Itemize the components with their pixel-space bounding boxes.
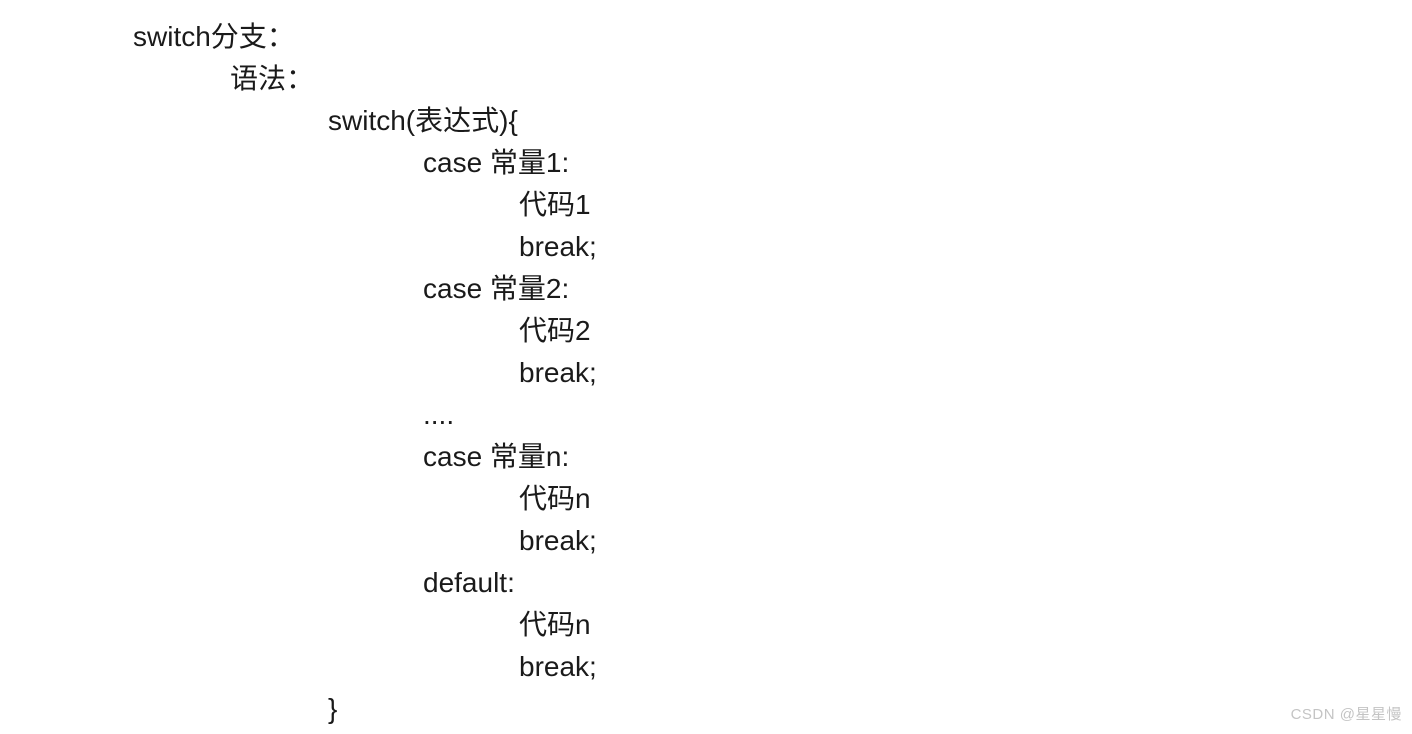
text-line: 代码1 bbox=[519, 189, 591, 220]
text-line: break; bbox=[519, 231, 597, 262]
text-line: default: bbox=[423, 567, 515, 598]
text-line: break; bbox=[519, 357, 597, 388]
text-line: 语法： bbox=[230, 63, 315, 94]
text-line: case 常量1: bbox=[423, 147, 570, 178]
text-line: case 常量n: bbox=[423, 441, 570, 472]
text-line: 代码n bbox=[519, 609, 591, 640]
text-line: 代码n bbox=[519, 483, 591, 514]
text-line: switch(表达式){ bbox=[328, 105, 518, 136]
text-line: case 常量2: bbox=[423, 273, 570, 304]
text-line: } bbox=[328, 693, 338, 724]
text-line: break; bbox=[519, 525, 597, 556]
text-line: switch分支： bbox=[133, 21, 295, 52]
notes-text-block: switch分支： 语法： switch(表达式){ case 常量1: 代码1 brea… bbox=[0, 16, 1412, 730]
text-line: 代码2 bbox=[519, 315, 591, 346]
csdn-watermark: CSDN @星星慢 bbox=[1290, 706, 1402, 723]
text-line: break; bbox=[519, 651, 597, 682]
text-line: .... bbox=[423, 399, 455, 430]
